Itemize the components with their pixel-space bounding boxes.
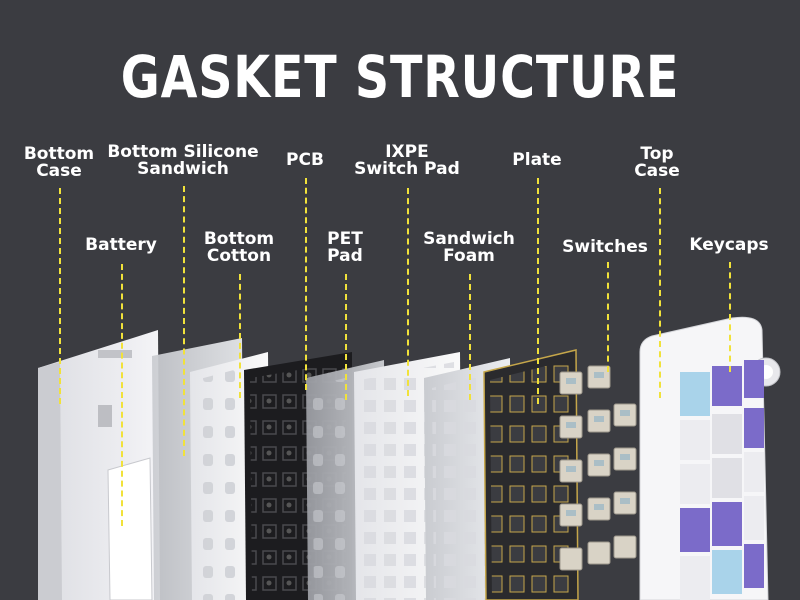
- guide-line-bottom-silicone-sandwich: [183, 186, 185, 456]
- guide-line-pcb: [305, 178, 307, 390]
- switches-part: [559, 365, 637, 571]
- bottom-case-part: [38, 330, 160, 600]
- label-bottom-case: Bottom Case: [23, 144, 95, 181]
- guide-line-sandwich-foam: [469, 274, 471, 400]
- diagram-title: GASKET STRUCTURE: [120, 43, 680, 111]
- label-keycaps: Keycaps: [689, 235, 769, 255]
- label-plate: Plate: [512, 150, 562, 170]
- label-ixpe-switch-pad: IXPE Switch Pad: [354, 142, 460, 179]
- guide-line-battery: [121, 264, 123, 526]
- guide-line-bottom-case: [59, 188, 61, 404]
- label-top-case: Top Case: [634, 144, 680, 181]
- guide-line-top-case: [659, 188, 661, 398]
- guide-line-keycaps: [729, 262, 731, 372]
- keycaps-part: [680, 360, 764, 600]
- label-pet-pad: PET Pad: [327, 229, 363, 266]
- guide-line-plate: [537, 178, 539, 404]
- guide-line-switches: [607, 262, 609, 372]
- label-pcb: PCB: [286, 150, 324, 170]
- label-sandwich-foam: Sandwich Foam: [423, 229, 515, 266]
- guide-line-pet-pad: [345, 274, 347, 400]
- label-bottom-cotton: Bottom Cotton: [203, 229, 275, 266]
- guide-line-bottom-cotton: [239, 274, 241, 398]
- label-bottom-silicone-sandwich: Bottom Silicone Sandwich: [107, 142, 259, 179]
- label-switches: Switches: [562, 237, 648, 257]
- label-battery: Battery: [85, 235, 157, 255]
- plate-part: [483, 349, 579, 600]
- guide-line-ixpe-switch-pad: [407, 188, 409, 396]
